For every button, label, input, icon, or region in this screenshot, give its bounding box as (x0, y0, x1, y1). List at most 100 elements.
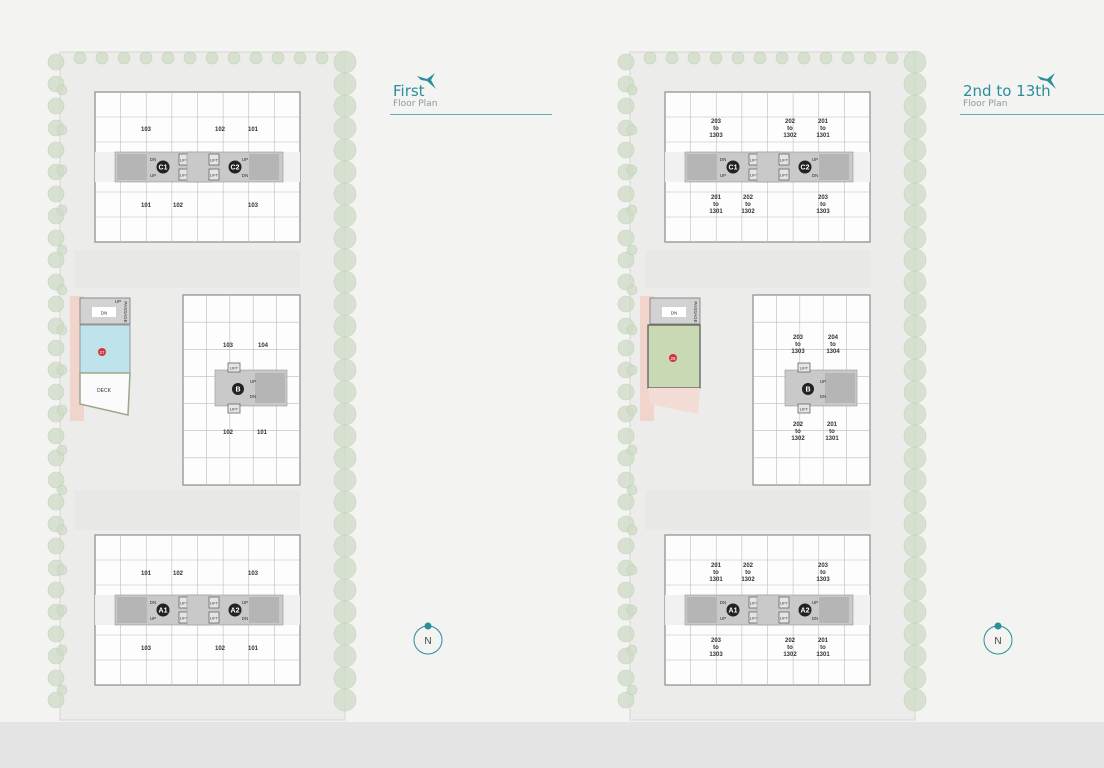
unit-number: 103 (248, 571, 259, 577)
passage-label: PASSAGE (693, 301, 698, 322)
unit-number: 101 (141, 571, 152, 577)
lift (208, 596, 220, 609)
tree-icon (333, 226, 357, 250)
lift (208, 153, 220, 166)
unit-number: 102 (173, 571, 184, 577)
hummingbird-logo-icon (417, 73, 436, 89)
tree-icon (333, 380, 357, 404)
tree-icon (117, 51, 131, 65)
amenity-marker (98, 348, 106, 356)
tree-icon (626, 644, 638, 656)
north-arrow-dot (424, 622, 432, 630)
tree-icon (841, 51, 855, 65)
unit-number: 101 (257, 430, 268, 436)
tree-icon (56, 324, 68, 336)
north-label: N (994, 636, 1001, 647)
tree-icon (161, 51, 175, 65)
unit-number: 102 (223, 430, 234, 436)
tree-icon (885, 51, 899, 65)
internal-road (645, 490, 870, 530)
core-label: A2 (801, 608, 810, 615)
unit-number: 103 (248, 203, 259, 209)
tree-icon (333, 292, 357, 316)
unit-number: 101 (248, 127, 259, 133)
lift (778, 168, 790, 181)
core-label: C1 (729, 165, 738, 172)
core-marker (228, 603, 242, 617)
tree-icon (617, 669, 635, 687)
lift (227, 362, 241, 373)
staircase (819, 597, 849, 623)
stair-direction-label: DN (812, 616, 819, 621)
tree-icon (56, 244, 68, 256)
tree-icon (903, 578, 927, 602)
tree-icon (333, 182, 357, 206)
lift-label: LIFT (780, 616, 789, 621)
tree-icon (333, 94, 357, 118)
core-marker (726, 160, 740, 174)
stair-direction-label: UP (250, 379, 256, 384)
tree-icon (333, 622, 357, 646)
tree-icon (903, 556, 927, 580)
lift-label: LIFT (230, 366, 239, 371)
tree-icon (333, 666, 357, 690)
tree-icon (47, 383, 65, 401)
lift-label: LIFT (180, 616, 189, 621)
stair-direction-label: DN (812, 173, 819, 178)
tree-icon (617, 229, 635, 247)
tree-icon (903, 600, 927, 624)
tree-icon (47, 141, 65, 159)
tree-icon (183, 51, 197, 65)
unit-number: 102 (173, 203, 184, 209)
stair-direction-label: UP (812, 157, 818, 162)
tree-icon (753, 51, 767, 65)
stair-direction-label: UP (720, 616, 726, 621)
north-arrow-dot (994, 622, 1002, 630)
tree-icon (333, 556, 357, 580)
staircase (687, 597, 717, 623)
stair-direction-label: UP (150, 173, 156, 178)
core-marker (726, 603, 740, 617)
tree-icon (47, 691, 65, 709)
lift (778, 596, 790, 609)
tree-icon (47, 537, 65, 555)
tree-icon (626, 364, 638, 376)
tree-icon (903, 644, 927, 668)
staircase (255, 373, 285, 403)
core-marker (228, 160, 242, 174)
stair-direction-label: DN (820, 394, 827, 399)
stair-direction-label: DN (150, 600, 157, 605)
stair-direction-label: DN (720, 157, 727, 162)
tree-icon (333, 512, 357, 536)
tree-icon (626, 524, 638, 536)
internal-road (75, 490, 300, 530)
staircase (249, 597, 279, 623)
tree-icon (56, 404, 68, 416)
lift (227, 403, 241, 414)
lift-label: LIFT (800, 407, 809, 412)
tree-icon (333, 160, 357, 184)
tree-icon (56, 124, 68, 136)
stair-direction-label: UP (720, 173, 726, 178)
staircase (825, 373, 855, 403)
unit-number: 103 (141, 646, 152, 652)
tree-icon (47, 295, 65, 313)
tree-icon (903, 490, 927, 514)
stair-direction-label: DN (242, 173, 249, 178)
lift-label: LIFT (210, 158, 219, 163)
tree-icon (687, 51, 701, 65)
tree-icon (333, 72, 357, 96)
tree-icon (903, 72, 927, 96)
tree-icon (139, 51, 153, 65)
tree-icon (617, 383, 635, 401)
